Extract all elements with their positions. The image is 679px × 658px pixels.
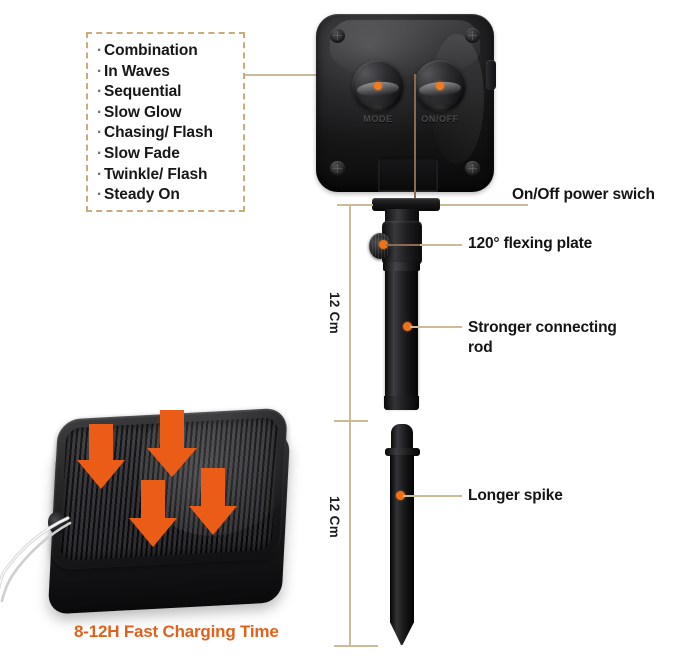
dimension-label-rod: 12 Cm bbox=[327, 292, 342, 335]
solar-panel bbox=[0, 404, 310, 629]
mode-label: In Waves bbox=[104, 62, 170, 80]
dimension-tick-top bbox=[337, 204, 373, 206]
screw-icon bbox=[330, 161, 345, 176]
button-center-dot bbox=[436, 82, 444, 90]
dimension-line-rod bbox=[349, 204, 351, 446]
mode-label: Chasing/ Flash bbox=[104, 124, 213, 142]
list-item: ·Combination bbox=[97, 41, 243, 62]
head-mount-port bbox=[378, 156, 438, 192]
power-button-caption: ON/OFF bbox=[421, 114, 459, 124]
list-bullet: · bbox=[97, 103, 103, 121]
mode-button-caption: MODE bbox=[363, 114, 393, 124]
sunlight-arrow-icon bbox=[188, 468, 238, 536]
mode-button[interactable] bbox=[352, 60, 404, 112]
list-bullet: · bbox=[97, 144, 103, 162]
plate-neck bbox=[385, 209, 419, 223]
callout-spike: Longer spike bbox=[468, 487, 563, 504]
list-bullet: · bbox=[97, 186, 103, 204]
mode-label: Combination bbox=[104, 42, 198, 59]
ground-spike bbox=[390, 455, 414, 645]
list-item: ·Chasing/ Flash bbox=[97, 123, 243, 144]
list-bullet: · bbox=[97, 124, 103, 142]
light-modes-box: ·Combination ·In Waves ·Sequential ·Slow… bbox=[86, 32, 245, 212]
dimension-tick-bottom bbox=[334, 645, 378, 647]
list-item: ·Steady On bbox=[97, 185, 243, 206]
housing-side-tab bbox=[486, 60, 496, 90]
leader-line-power-horizontal bbox=[414, 204, 528, 206]
head-housing: MODE ON/OFF bbox=[316, 14, 496, 192]
sunlight-arrow-icon bbox=[128, 480, 178, 548]
leader-dot-spike bbox=[396, 491, 405, 500]
mode-label: Slow Fade bbox=[104, 144, 180, 162]
screw-icon bbox=[465, 28, 480, 43]
mode-label: Slow Glow bbox=[104, 103, 182, 121]
list-bullet: · bbox=[97, 165, 103, 183]
callout-power-switch: On/Off power swich bbox=[512, 186, 655, 203]
leader-line-mode bbox=[245, 74, 330, 76]
callout-connecting-rod: Stronger connecting rod bbox=[468, 318, 638, 358]
callout-rod-line2: rod bbox=[468, 339, 493, 356]
list-bullet: · bbox=[97, 83, 103, 101]
mode-label: Twinkle/ Flash bbox=[104, 165, 208, 183]
dimension-tick-middle bbox=[334, 420, 368, 422]
rod-foot bbox=[384, 396, 419, 410]
leader-line-rod bbox=[410, 326, 462, 328]
leader-line-plate-dark bbox=[386, 244, 420, 246]
spike-shoulder bbox=[391, 424, 413, 450]
sunlight-arrow-icon bbox=[146, 410, 198, 478]
light-modes-list: ·Combination ·In Waves ·Sequential ·Slow… bbox=[88, 34, 243, 206]
leader-line-power-vertical bbox=[414, 74, 416, 206]
panel-cable bbox=[0, 512, 96, 603]
callout-flexing-plate: 120° flexing plate bbox=[468, 235, 593, 252]
list-bullet: · bbox=[97, 42, 103, 59]
leader-dot-connecting-rod bbox=[403, 322, 412, 331]
callout-rod-line1: Stronger connecting bbox=[468, 319, 617, 336]
solar-light-head: MODE ON/OFF bbox=[310, 14, 500, 199]
screw-icon bbox=[465, 161, 480, 176]
dimension-label-spike: 12 Cm bbox=[327, 496, 342, 539]
list-item: ·Sequential bbox=[97, 82, 243, 103]
charging-time-caption: 8-12H Fast Charging Time bbox=[74, 622, 279, 641]
leader-dot-flexing-plate bbox=[379, 240, 388, 249]
dimension-line-spike bbox=[349, 420, 351, 646]
mode-label: Steady On bbox=[104, 186, 180, 204]
screw-icon bbox=[330, 28, 345, 43]
leader-line-plate bbox=[420, 244, 462, 246]
list-bullet: · bbox=[97, 62, 103, 80]
list-item: ·Twinkle/ Flash bbox=[97, 165, 243, 186]
list-item: ·Slow Glow bbox=[97, 103, 243, 124]
list-item: ·In Waves bbox=[97, 62, 243, 83]
list-item: ·Slow Fade bbox=[97, 144, 243, 165]
rod-collar bbox=[383, 262, 420, 271]
button-center-dot bbox=[374, 82, 382, 90]
sunlight-arrow-icon bbox=[76, 424, 126, 490]
mode-label: Sequential bbox=[104, 83, 182, 101]
spike-collar-ring bbox=[385, 448, 420, 456]
connecting-rod bbox=[385, 262, 418, 408]
flexing-plate bbox=[372, 198, 440, 211]
power-button[interactable] bbox=[414, 60, 466, 112]
leader-line-spike bbox=[403, 495, 462, 497]
